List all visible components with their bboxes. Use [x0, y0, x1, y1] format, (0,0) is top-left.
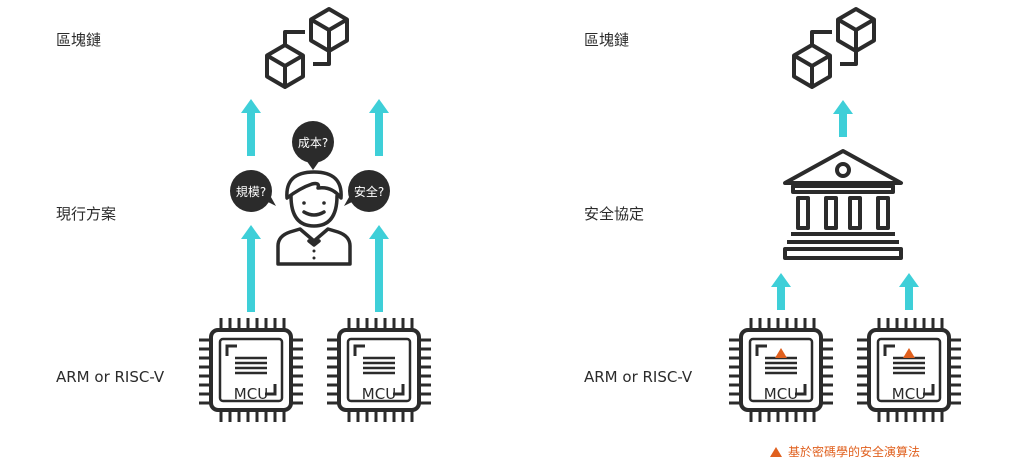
- up-arrow-icon: [771, 273, 791, 310]
- bubble-security-text: 安全?: [354, 184, 384, 199]
- right-panel: 區塊鏈 安全協定 ARM or RISC-V: [584, 9, 963, 458]
- up-arrow-icon: [899, 273, 919, 310]
- note-legend: 基於密碼學的安全演算法: [770, 444, 920, 458]
- bubble-cost-text: 成本?: [298, 136, 328, 150]
- left-panel: 區塊鏈 現行方案 ARM or RISC-V: [56, 9, 433, 424]
- chip-label: MCU: [892, 385, 926, 403]
- triangle-up-icon: [770, 447, 782, 457]
- right-row-label-security-protocol: 安全協定: [584, 205, 644, 223]
- up-arrow-icon: [833, 100, 853, 137]
- blockchain-cubes-icon: [794, 9, 874, 87]
- bubble-security: 安全?: [344, 170, 390, 212]
- triangle-up-icon: [903, 348, 915, 358]
- chip-label: MCU: [764, 385, 798, 403]
- up-arrow-icon: [369, 99, 389, 156]
- chip-label: MCU: [234, 385, 268, 403]
- microchip-icon: MCU: [855, 316, 963, 424]
- chip-label: MCU: [362, 385, 396, 403]
- blockchain-cubes-icon: [267, 9, 347, 87]
- up-arrow-icon: [241, 99, 261, 156]
- right-row-label-blockchain: 區塊鏈: [584, 31, 629, 49]
- up-arrow-icon: [369, 225, 389, 312]
- note-text: 基於密碼學的安全演算法: [788, 444, 920, 458]
- left-row-label-blockchain: 區塊鏈: [56, 31, 101, 49]
- microchip-icon: MCU: [325, 316, 433, 424]
- microchip-icon: MCU: [727, 316, 835, 424]
- left-row-label-hardware: ARM or RISC-V: [56, 368, 165, 386]
- triangle-up-icon: [775, 348, 787, 358]
- bubble-scale-text: 規模?: [236, 184, 266, 199]
- left-row-label-current-solution: 現行方案: [56, 205, 116, 223]
- microchip-icon: MCU: [197, 316, 305, 424]
- bank-building-icon: [783, 149, 903, 260]
- bubble-cost: 成本?: [292, 121, 334, 170]
- right-row-label-hardware: ARM or RISC-V: [584, 368, 693, 386]
- bubble-scale: 規模?: [230, 170, 276, 212]
- person-icon: [276, 170, 352, 266]
- up-arrow-icon: [241, 225, 261, 312]
